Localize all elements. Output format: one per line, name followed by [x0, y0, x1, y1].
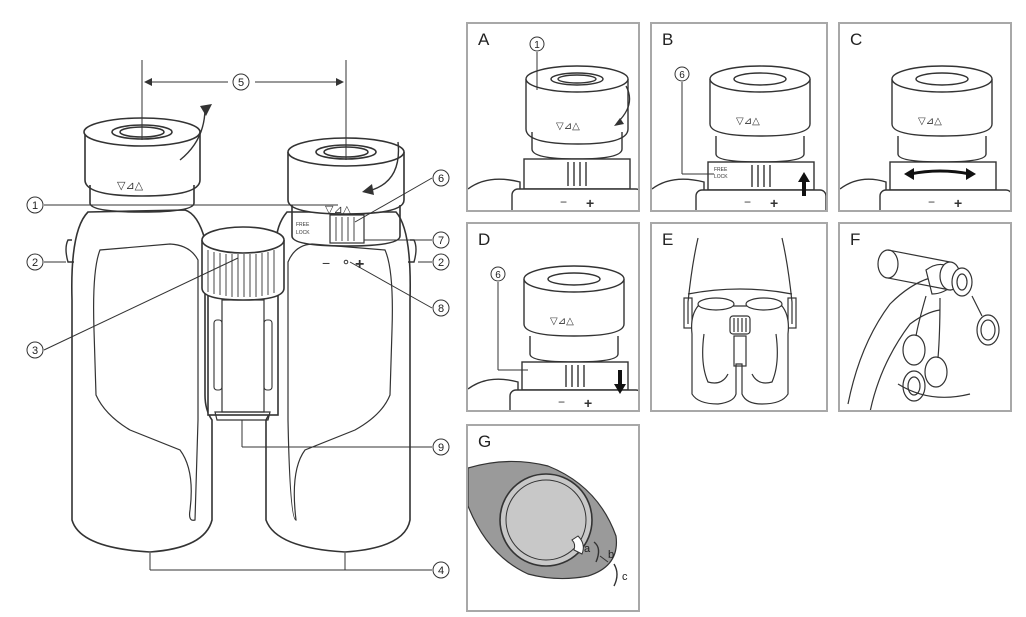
panel-letter-e: E — [662, 230, 674, 249]
focus-wheel — [201, 240, 285, 301]
svg-text:▽⊿△: ▽⊿△ — [918, 116, 942, 127]
svg-text:−: − — [928, 195, 935, 209]
right-eyecup-marks: ▽⊿△ — [325, 204, 352, 216]
center-bridge — [207, 289, 279, 416]
panel-letter-c: C — [850, 30, 863, 49]
callout-4: 4 — [438, 565, 444, 577]
callout-3: 3 — [32, 345, 38, 357]
svg-text:+: + — [770, 195, 778, 211]
callout-8: 8 — [438, 303, 444, 315]
label-b: b — [608, 549, 614, 561]
callout-7: 7 — [438, 235, 444, 247]
panel-d-illustration: ▽⊿△ − + 6 — [468, 265, 638, 411]
panel-b-callout: 6 — [679, 70, 685, 81]
panel-f: F — [838, 222, 1012, 412]
left-eyecup-marks: ▽⊿△ — [117, 180, 144, 192]
diopter-minus: − — [322, 255, 330, 271]
svg-text:+: + — [954, 195, 962, 211]
panel-e-illustration — [683, 237, 797, 405]
panel-d-callout: 6 — [495, 270, 501, 281]
panel-letter-f: F — [850, 230, 861, 249]
panel-letter-d: D — [478, 230, 491, 249]
callout-2-left: 2 — [32, 257, 38, 269]
panel-b-illustration: ▽⊿△ FREE LOCK − + 6 — [652, 65, 826, 211]
svg-text:LOCK: LOCK — [714, 174, 728, 180]
left-strap-lug — [65, 239, 74, 263]
main-binocular-diagram: ▽⊿△ ▽⊿△ FREE LOCK − + 5 1 2 3 6 7 2 8 — [26, 60, 450, 579]
panel-b: B ▽⊿△ FREE LOCK − + 6 — [650, 22, 828, 212]
panel-letter-b: B — [662, 30, 674, 49]
panel-letter-g: G — [478, 432, 492, 451]
panel-a-callout: 1 — [534, 40, 540, 51]
svg-text:+: + — [584, 395, 592, 411]
panel-c: C ▽⊿△ − + — [838, 22, 1012, 212]
svg-text:+: + — [586, 195, 594, 211]
panel-f-illustration — [847, 249, 1000, 410]
label-a: a — [584, 543, 591, 555]
panel-a: A ▽⊿△ − + 1 — [466, 22, 640, 212]
svg-text:FREE: FREE — [714, 167, 728, 173]
lock-label: LOCK — [296, 230, 310, 236]
callout-5: 5 — [238, 77, 244, 89]
svg-text:▽⊿△: ▽⊿△ — [556, 121, 580, 132]
callout-6: 6 — [438, 173, 444, 185]
right-eyecup — [287, 152, 405, 215]
panel-g: G a b c — [466, 424, 640, 612]
panel-a-illustration: ▽⊿△ − + 1 — [468, 36, 638, 211]
svg-text:▽⊿△: ▽⊿△ — [550, 316, 574, 327]
callout-1: 1 — [32, 200, 38, 212]
svg-text:▽⊿△: ▽⊿△ — [736, 116, 760, 127]
panel-c-illustration: ▽⊿△ − + — [840, 65, 1010, 211]
panel-e: E — [650, 222, 828, 412]
label-c: c — [622, 571, 628, 583]
svg-text:−: − — [560, 195, 567, 209]
diopter-plus: + — [355, 256, 364, 273]
free-label: FREE — [296, 222, 310, 228]
svg-text:−: − — [558, 395, 565, 409]
panel-g-illustration: a b c — [468, 460, 628, 587]
svg-text:−: − — [744, 195, 751, 209]
callout-9: 9 — [438, 442, 444, 454]
left-eyecup — [84, 132, 201, 197]
callout-2-right: 2 — [438, 257, 444, 269]
diopter-ring — [329, 214, 365, 244]
left-armor-panel — [93, 243, 199, 521]
panel-letter-a: A — [478, 30, 490, 49]
panel-d: D ▽⊿△ − + 6 — [466, 222, 640, 412]
